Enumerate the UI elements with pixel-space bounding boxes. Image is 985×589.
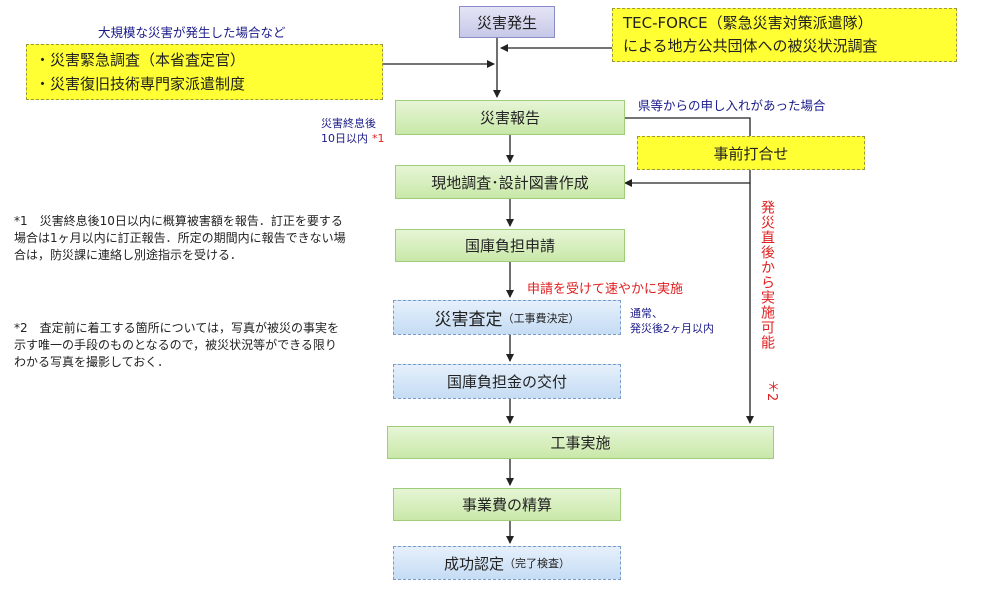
- footnote-2: *2 査定前に着工する箇所については，写真が被災の事実を示す唯一の手段のものとな…: [14, 321, 340, 369]
- national-grant-label: 国庫負担金の交付: [446, 373, 567, 391]
- disaster-assessment-label: 災害査定: [434, 310, 503, 330]
- prompt-implementation-note: 申請を受けて速やかに実施: [527, 282, 684, 297]
- assessment-timing-line-1: 通常、: [630, 307, 663, 320]
- report-deadline-note: 災害終息後 10日以内 *1: [321, 116, 385, 146]
- footnote-1: *1 災害終息後10日以内に概算被害額を報告．訂正を要する場合は1ヶ月以内に訂正…: [14, 214, 346, 262]
- pre-meeting-box: 事前打合せ: [637, 136, 865, 170]
- completion-certification-sub: （完了検査）: [504, 557, 570, 570]
- national-grant-box: 国庫負担金の交付: [393, 364, 621, 399]
- field-survey-label: 現地調査･設計図書作成: [431, 173, 589, 192]
- assessment-timing-line-2: 発災後2ヶ月以内: [630, 322, 714, 335]
- report-deadline-line-2: 10日以内: [321, 132, 368, 145]
- pre-meeting-label: 事前打合せ: [713, 144, 789, 163]
- tecforce-line-1: TEC-FORCE（緊急災害対策派遣隊）: [623, 14, 873, 32]
- large-disaster-note: 大規模な災害が発生した場合など: [98, 25, 286, 40]
- tecforce-line-2: による地方公共団体への被災状況調査: [623, 37, 878, 55]
- report-deadline-mark: *1: [372, 132, 385, 145]
- request-note: 県等からの申し入れがあった場合: [638, 98, 826, 113]
- disaster-occurrence-label: 災害発生: [476, 13, 537, 32]
- immediate-implementation-note: 発災直後から実施可能: [759, 200, 775, 350]
- completion-certification-box: 成功認定（完了検査）: [393, 546, 621, 580]
- expert-dispatch-line: ・災害復旧技術専門家派遣制度: [35, 75, 246, 93]
- assessment-timing-note: 通常、 発災後2ヶ月以内: [630, 306, 714, 336]
- cost-settlement-box: 事業費の精算: [393, 488, 621, 521]
- cost-settlement-label: 事業費の精算: [461, 496, 552, 514]
- field-survey-box: 現地調査･設計図書作成: [395, 165, 625, 199]
- disaster-assessment-box: 災害査定（工事費決定）: [393, 300, 621, 335]
- construction-label: 工事実施: [550, 434, 611, 452]
- completion-certification-label: 成功認定: [443, 554, 504, 573]
- national-burden-application-label: 国庫負担申請: [464, 237, 555, 255]
- emergency-survey-box: ・災害緊急調査（本省査定官） ・災害復旧技術専門家派遣制度: [26, 44, 383, 100]
- emergency-survey-line: ・災害緊急調査（本省査定官）: [35, 51, 246, 69]
- disaster-report-label: 災害報告: [479, 109, 540, 127]
- disaster-assessment-sub: （工事費決定）: [502, 311, 580, 325]
- tecforce-box: TEC-FORCE（緊急災害対策派遣隊） による地方公共団体への被災状況調査: [612, 8, 957, 62]
- disaster-report-box: 災害報告: [395, 100, 625, 135]
- construction-box: 工事実施: [387, 426, 774, 459]
- disaster-occurrence-box: 災害発生: [459, 6, 555, 38]
- report-deadline-line-1: 災害終息後: [321, 117, 376, 130]
- immediate-implementation-mark: ＊2: [764, 380, 779, 402]
- national-burden-application-box: 国庫負担申請: [395, 229, 625, 262]
